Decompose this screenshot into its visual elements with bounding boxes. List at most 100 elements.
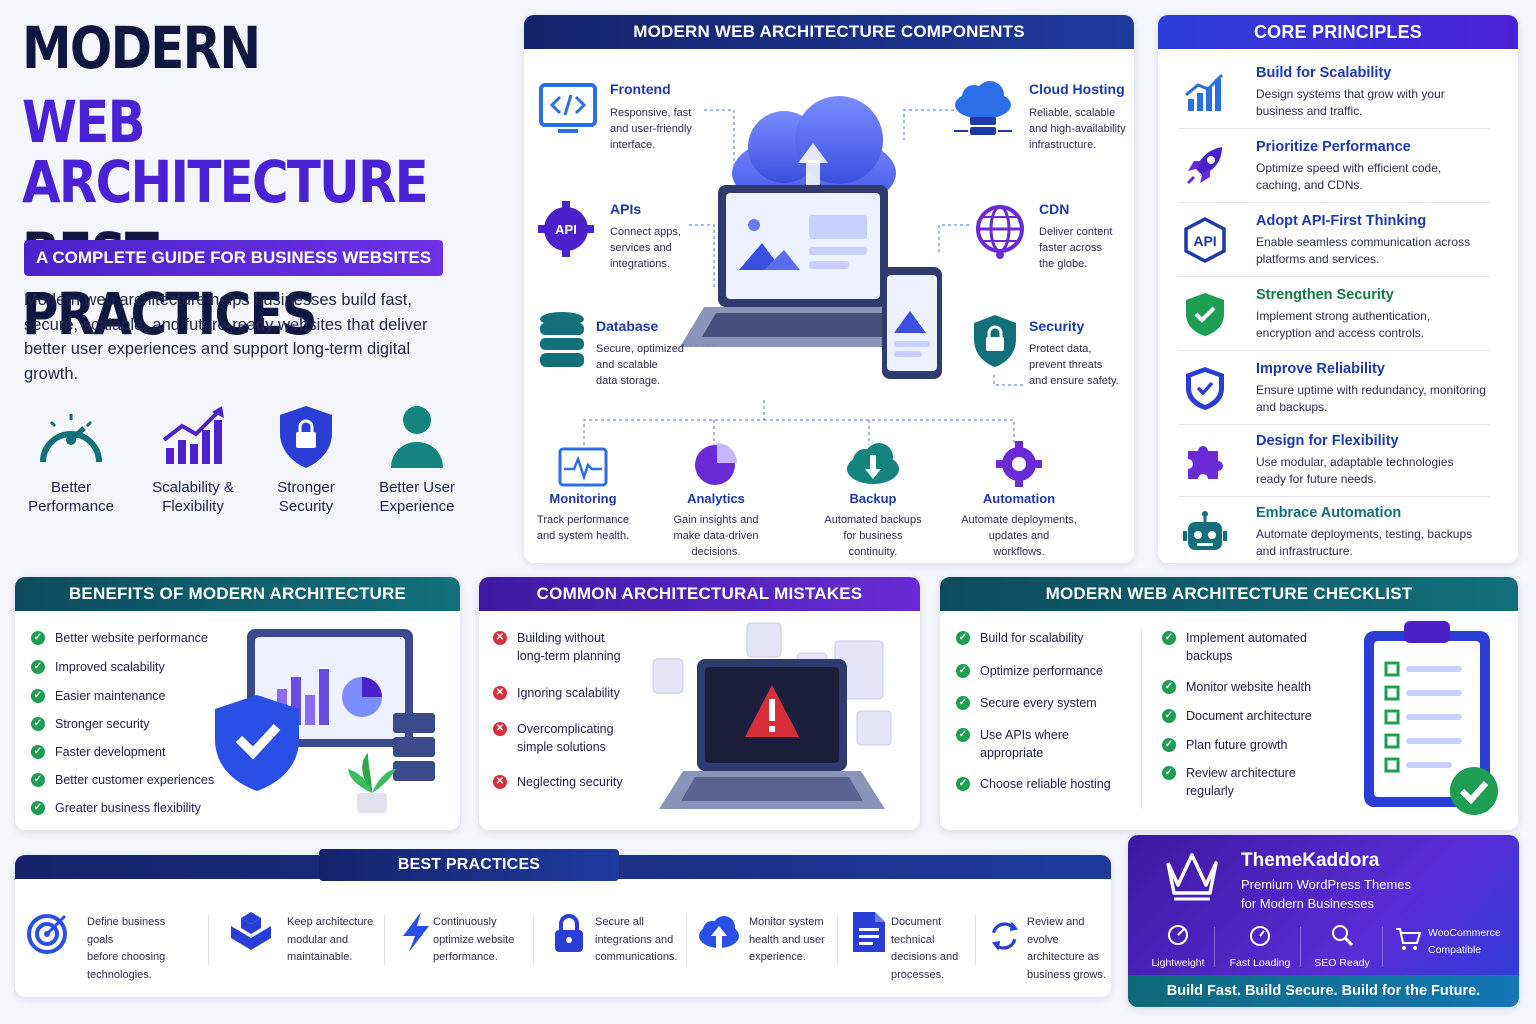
checklist-item: ✓Plan future growth — [1162, 736, 1287, 754]
feature-lightweight: Lightweight — [1142, 923, 1214, 969]
mistake-item: ✕Ignoring scalability — [493, 684, 620, 702]
checklist-item: ✓Document architecture — [1162, 707, 1312, 725]
padlock-icon — [555, 914, 583, 952]
cloud-download-icon — [847, 443, 899, 484]
hero-subtitle: A COMPLETE GUIDE FOR BUSINESS WEBSITES — [24, 240, 444, 276]
component-frontend-name: Frontend — [610, 81, 671, 97]
cross-icon: ✕ — [493, 775, 507, 789]
target-icon — [27, 914, 67, 954]
checklist-item: ✓Monitor website health — [1162, 678, 1311, 696]
hero-benefit-label: Flexibility — [162, 498, 224, 515]
benefits-title: BENEFITS OF MODERN ARCHITECTURE — [15, 577, 460, 611]
component-cloud-name: Cloud Hosting — [1029, 81, 1125, 97]
puzzle-piece-icon — [1188, 446, 1223, 479]
feature-seo-ready: SEO Ready — [1304, 923, 1380, 969]
mistake-item: ✕Neglecting security — [493, 773, 623, 791]
laptop-cloud-illustration — [680, 96, 942, 379]
modular-cubes-icon — [231, 912, 271, 950]
checklist-item: ✓Build for scalability — [956, 629, 1084, 647]
hero-benefit-label: Better — [50, 479, 92, 496]
check-icon: ✓ — [31, 660, 45, 674]
benefit-item: ✓Better customer experiences — [31, 771, 214, 789]
code-window-icon — [539, 83, 597, 133]
cloud-server-icon — [954, 81, 1012, 135]
check-icon: ✓ — [31, 773, 45, 787]
check-icon: ✓ — [956, 664, 970, 678]
hero-benefit-label: Security — [278, 498, 334, 515]
hero-benefit-label: Performance — [28, 498, 114, 515]
svg-text:API: API — [1193, 233, 1216, 249]
shield-lock-icon — [974, 315, 1016, 367]
component-cdn-name: CDN — [1039, 201, 1070, 217]
divider — [208, 915, 209, 965]
check-icon: ✓ — [31, 631, 45, 645]
clipboard-checklist-illustration — [1364, 621, 1498, 815]
check-icon: ✓ — [31, 745, 45, 759]
lightning-bolt-icon — [403, 912, 429, 952]
check-icon: ✓ — [956, 728, 970, 742]
checklist-item: ✓Secure every system — [956, 694, 1097, 712]
rocket-icon — [1186, 147, 1222, 185]
pie-chart-icon — [695, 443, 737, 485]
check-icon: ✓ — [956, 696, 970, 710]
search-gear-icon — [1332, 925, 1354, 947]
checklist-divider — [1141, 629, 1142, 809]
document-icon — [853, 912, 885, 952]
api-gear-icon: API — [538, 201, 594, 257]
user-icon — [391, 406, 443, 468]
hero-benefit-ux: Better User Experience — [362, 404, 472, 516]
brand-slogan-bar: Build Fast. Build Secure. Build for the … — [1128, 975, 1519, 1007]
check-icon: ✓ — [31, 689, 45, 703]
check-icon: ✓ — [1162, 766, 1176, 780]
cart-icon — [1396, 928, 1422, 950]
hero-benefit-label: Experience — [379, 498, 455, 515]
crown-logo-icon — [1166, 853, 1218, 901]
hero-title-line2: WEB ARCHITECTURE — [22, 88, 429, 216]
benefit-item: ✓Better website performance — [31, 629, 208, 647]
benefits-panel: BENEFITS OF MODERN ARCHITECTURE ✓Better … — [15, 577, 460, 830]
divider — [533, 915, 534, 965]
feature-woocommerce: WooCommerce Compatible — [1394, 925, 1518, 959]
component-security-name: Security — [1029, 318, 1085, 334]
growth-chart-icon — [1185, 73, 1224, 111]
heartbeat-monitor-icon — [558, 447, 608, 487]
gear-automation-icon — [996, 441, 1042, 487]
hero-benefit-scalability: Scalability & Flexibility — [138, 404, 248, 516]
growth-chart-icon — [162, 406, 224, 464]
hero-benefit-label: Better User — [379, 479, 455, 496]
divider — [1382, 927, 1383, 967]
divider — [837, 915, 838, 965]
benefit-item: ✓Stronger security — [31, 715, 149, 733]
check-icon: ✓ — [31, 717, 45, 731]
shield-check-icon — [1186, 367, 1224, 410]
shield-check-icon — [1186, 293, 1224, 336]
database-icon — [540, 312, 584, 367]
svg-text:API: API — [555, 222, 577, 237]
component-apis-name: APIs — [610, 201, 642, 217]
benefit-item: ✓Improved scalability — [31, 658, 165, 676]
feather-speed-icon — [1168, 925, 1188, 945]
shield-lock-icon — [280, 406, 332, 468]
hero-intro: Modern web architecture helps businesses… — [24, 291, 428, 383]
speedometer-icon — [1250, 926, 1270, 946]
benefit-item: ✓Greater business flexibility — [31, 799, 201, 817]
